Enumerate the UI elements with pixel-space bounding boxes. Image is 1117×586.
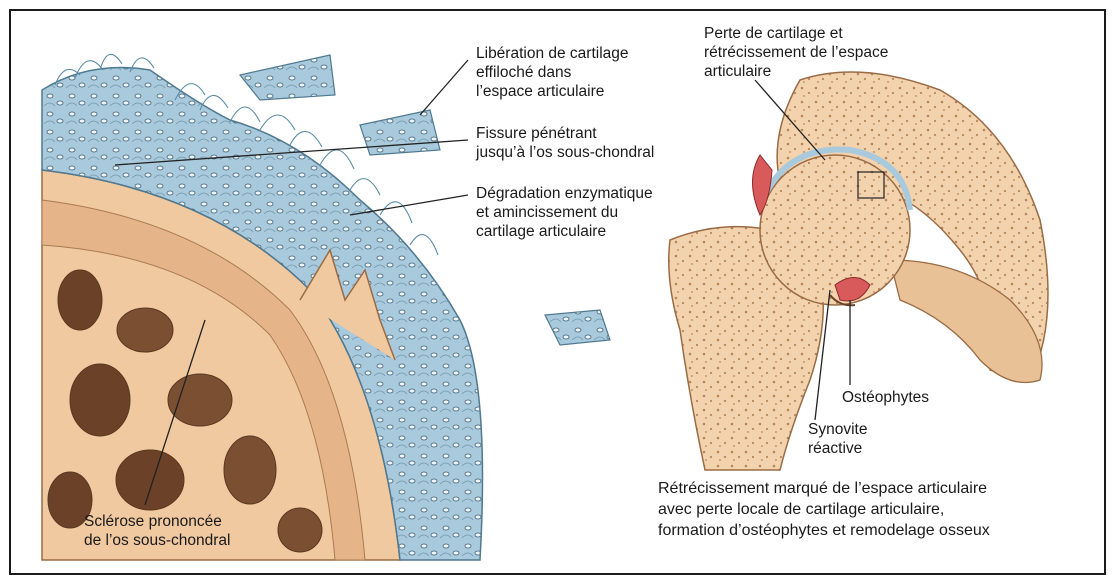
label-degradation: Dégradation enzymatique et amincissement… [476, 184, 653, 241]
caption: Rétrécissement marqué de l’espace articu… [658, 478, 990, 541]
label-cartilage-release: Libération de cartilage effiloché dans l… [476, 44, 629, 101]
label-osteophytes: Ostéophytes [842, 388, 929, 407]
hip-joint [669, 72, 1048, 470]
label-fissure: Fissure pénétrant jusqu’à l’os sous-chon… [476, 124, 654, 162]
label-sclerosis: Sclérose prononcée de l’os sous-chondral [84, 512, 230, 550]
leader-degradation [350, 195, 468, 215]
leader-cartilage-release [420, 60, 468, 115]
label-cartilage-loss: Perte de cartilage et rétrécissement de … [704, 24, 888, 81]
label-synovitis: Synovite réactive [808, 420, 867, 458]
femoral-head [760, 155, 910, 305]
